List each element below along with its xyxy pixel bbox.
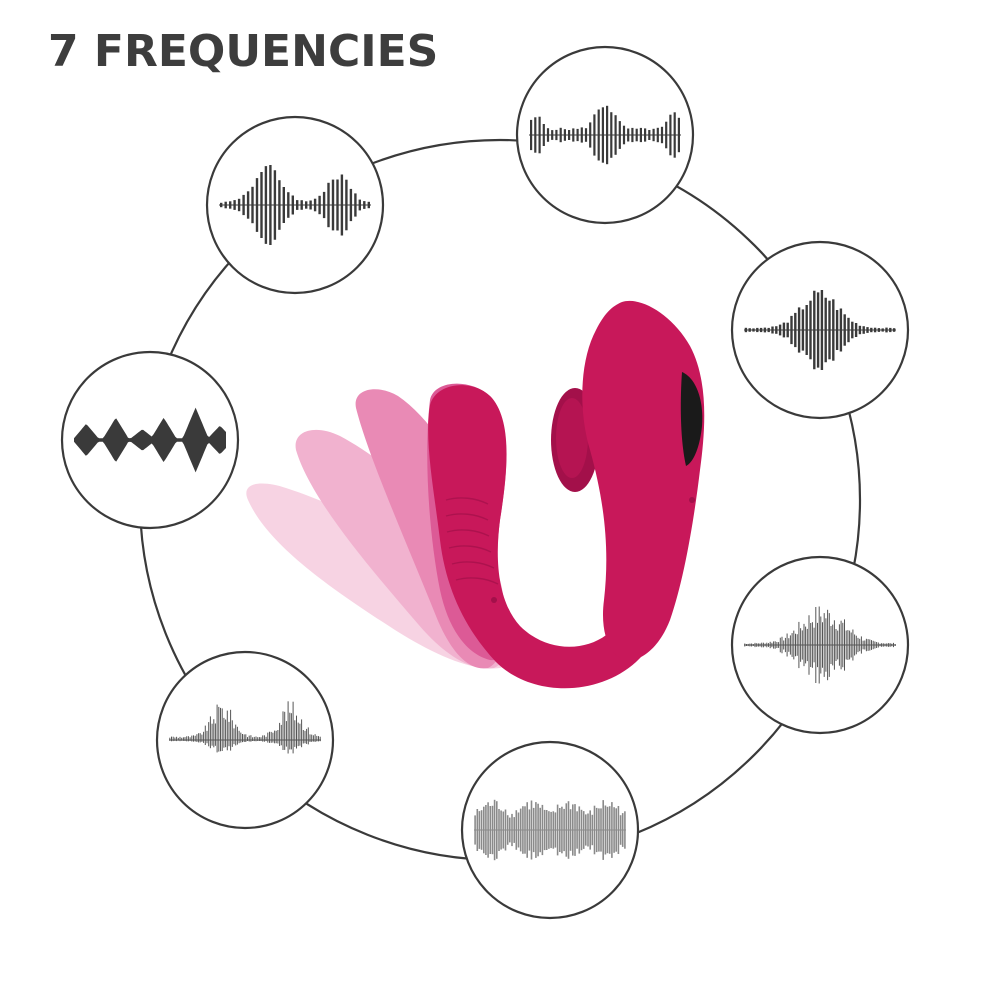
rhythmic-wave-icon <box>474 799 626 861</box>
device-ribbing <box>445 497 499 585</box>
dense-wave-icon <box>744 606 896 684</box>
crescendo-wave-icon <box>169 701 321 754</box>
frequency-mode-3 <box>155 650 335 830</box>
frequency-mode-6 <box>460 740 640 920</box>
waveform-shape <box>74 407 226 473</box>
frequency-mode-1 <box>205 115 385 295</box>
frequency-mode-2 <box>515 45 695 225</box>
product-illustration <box>246 300 705 689</box>
steady-wave-icon <box>529 105 681 165</box>
power-button <box>689 497 695 503</box>
suction-cup-highlight <box>556 398 588 478</box>
frequency-mode-circles <box>60 45 910 920</box>
diamond-pulse-icon <box>74 407 226 473</box>
frequency-mode-5 <box>730 555 910 735</box>
device-inner-arm <box>428 385 682 689</box>
device-outer-body <box>582 300 705 661</box>
frequency-mode-7 <box>60 350 240 530</box>
page-title: 7 FREQUENCIES <box>48 26 439 77</box>
symmetric-spike-icon <box>744 290 896 370</box>
frequency-mode-4 <box>730 240 910 420</box>
pulsing-bursts-icon <box>219 165 371 245</box>
charging-port <box>491 597 497 603</box>
device-control-panel <box>680 372 703 466</box>
